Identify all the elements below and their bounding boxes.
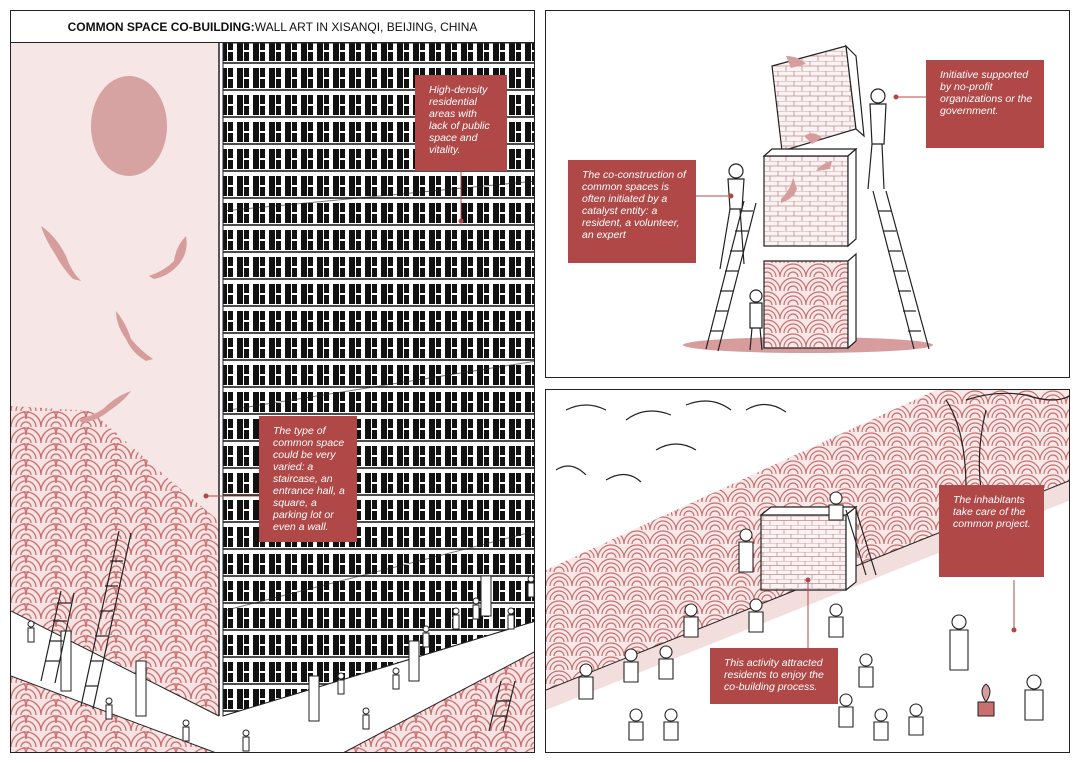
mural-fish bbox=[781, 56, 832, 203]
callout-co-construction: The co-construction of common spaces is … bbox=[568, 160, 696, 263]
pedestrians bbox=[27, 575, 534, 752]
koi-fish-mural bbox=[41, 226, 187, 423]
plant-pot bbox=[977, 683, 995, 717]
callout-inhabitants: The inhabitants take care of the common … bbox=[939, 485, 1044, 577]
callout-density: High-density residential areas with lack… bbox=[415, 75, 507, 171]
community-panel: The inhabitants take care of the common … bbox=[545, 389, 1070, 753]
ladders bbox=[40, 530, 516, 732]
ladders bbox=[705, 190, 930, 352]
wall-blocks bbox=[762, 44, 865, 350]
residential-building bbox=[222, 42, 534, 717]
initiative-panel: Initiative supported by no-profit organi… bbox=[545, 10, 1070, 378]
page-title: COMMON SPACE CO-BUILDING: WALL ART IN XI… bbox=[11, 11, 534, 43]
volunteers bbox=[719, 88, 887, 351]
community-activity-illustration bbox=[546, 390, 1069, 741]
title-rest: WALL ART IN XISANQI, BEIJING, CHINA bbox=[254, 19, 478, 34]
brick-wall-block bbox=[759, 505, 858, 592]
title-bold: COMMON SPACE CO-BUILDING: bbox=[67, 19, 255, 34]
callout-initiative: Initiative supported by no-profit organi… bbox=[926, 60, 1044, 148]
sun-mural bbox=[91, 76, 167, 176]
building-pillars bbox=[60, 575, 492, 722]
callout-space-types: The type of common space could be very v… bbox=[259, 416, 357, 542]
main-illustration-panel: COMMON SPACE CO-BUILDING: WALL ART IN XI… bbox=[10, 10, 535, 753]
residents bbox=[578, 491, 1044, 741]
callout-activity: This activity attracted residents to enj… bbox=[710, 648, 838, 704]
wall-building-illustration bbox=[683, 44, 933, 353]
building-illustration bbox=[11, 42, 534, 752]
